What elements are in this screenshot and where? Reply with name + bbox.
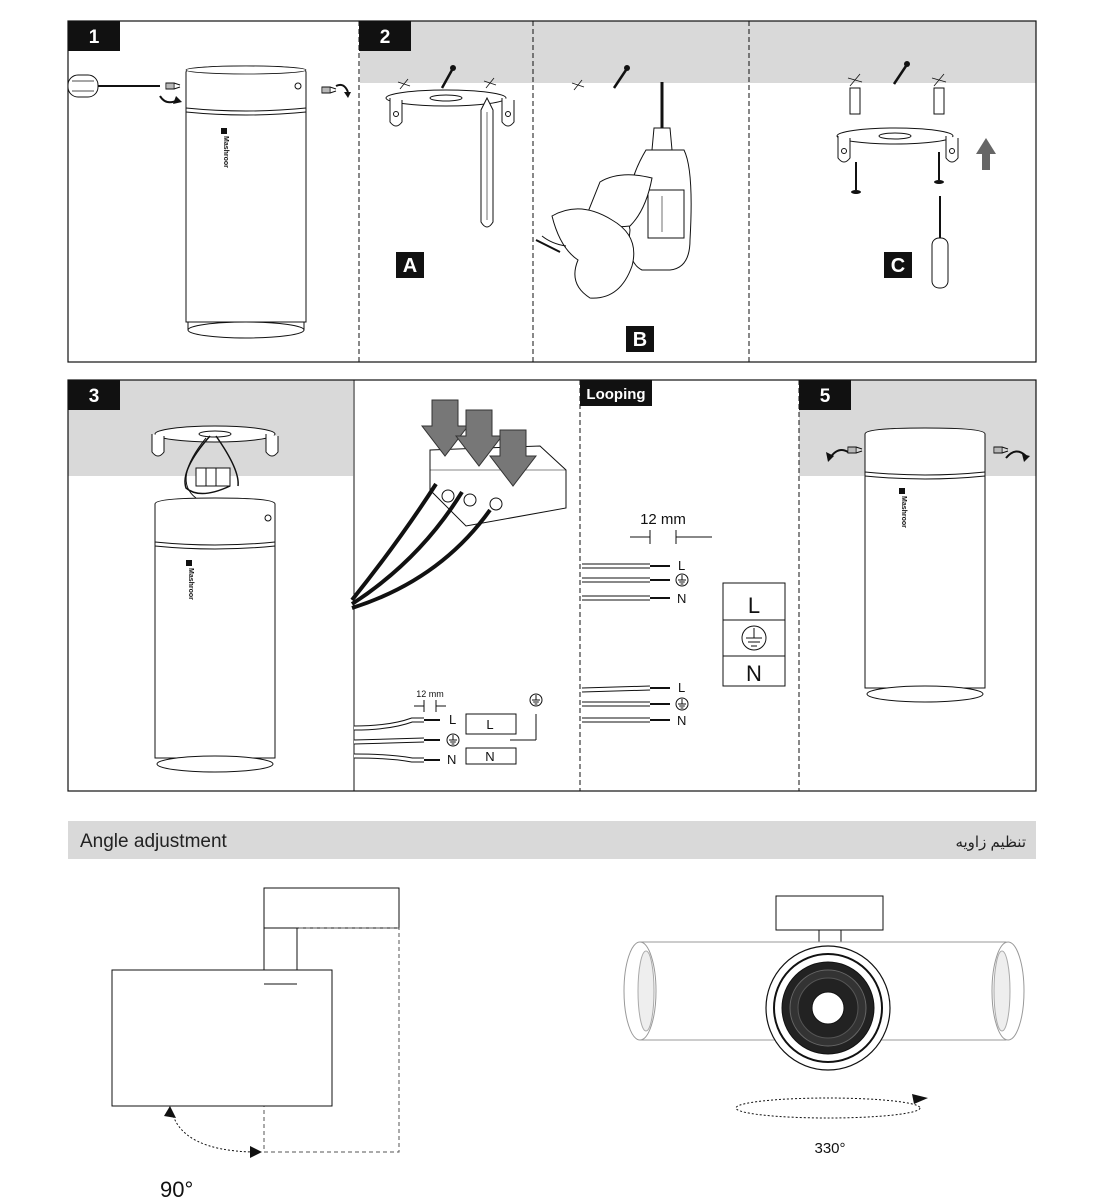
step-5-badge: 5	[799, 380, 851, 410]
live-label: L	[678, 558, 685, 573]
ceiling-marks	[571, 65, 630, 91]
rotate-arrow-icon	[1005, 450, 1027, 459]
row-2-panel: 3 Looping 5	[67, 379, 1037, 792]
neutral-label: N	[677, 591, 686, 606]
rotation-angle-label: 330°	[814, 1140, 845, 1157]
ground-icon	[529, 693, 543, 707]
rotation-path	[735, 1097, 921, 1119]
rotate-arrow-icon	[335, 83, 349, 93]
arrow-head-icon	[826, 452, 834, 462]
row-2-frame	[67, 379, 1037, 792]
brand-label: Mashroor	[900, 496, 907, 528]
arrow-head-icon	[1022, 454, 1030, 462]
row-1-frame	[67, 20, 1037, 363]
step-1-badge: 1	[68, 21, 120, 51]
ground-icon	[675, 697, 689, 711]
label-b: B	[626, 326, 654, 352]
step-3-badge: 3	[68, 380, 120, 410]
label-c-text: C	[891, 255, 905, 277]
label-a-text: A	[403, 255, 417, 277]
mounting-plate	[151, 425, 279, 457]
looping-badge: Looping	[580, 380, 652, 406]
arrow-head-icon	[912, 1094, 928, 1104]
neutral-label: N	[447, 752, 456, 767]
arrow-head-icon	[344, 92, 351, 98]
label-a: A	[396, 252, 424, 278]
pencil-icon	[480, 96, 494, 228]
angle-adjustment-title: Angle adjustment	[80, 831, 228, 852]
neutral-terminal-label: N	[746, 661, 762, 686]
ground-terminal-icon	[741, 625, 767, 651]
cylinder-fixture: Mashroor	[185, 65, 307, 339]
step-2-header-band	[360, 21, 1036, 83]
ground-icon	[446, 733, 460, 747]
wiring-diagram-looping: 12 mm L N L N	[581, 511, 786, 728]
tilt-angle-label: 90°	[160, 1177, 193, 1202]
wire-loop	[184, 435, 239, 499]
screwdriver-icon	[931, 196, 949, 289]
screw-icon	[321, 86, 337, 94]
strip-length-label: 12 mm	[640, 511, 686, 528]
label-c: C	[884, 252, 912, 278]
label-b-text: B	[633, 329, 647, 351]
arrow-head-icon	[173, 96, 182, 104]
strip-length-small: 12 mm	[416, 689, 444, 699]
rotation-diagram: 330°	[623, 895, 1025, 1157]
neutral-label: N	[677, 713, 686, 728]
up-arrow-icon	[976, 138, 996, 170]
step-5-number: 5	[820, 386, 831, 407]
terminal-block	[350, 399, 567, 610]
mounting-plate	[385, 89, 515, 127]
screw-icon	[165, 82, 181, 90]
step-2-number: 2	[380, 27, 391, 48]
cylinder-fixture: Mashroor	[864, 427, 986, 703]
brand-label: Mashroor	[187, 568, 194, 600]
cylinder-fixture: Mashroor	[154, 497, 276, 773]
live-label: L	[449, 712, 456, 727]
angle-adjustment-title-fa: تنظیم زاویه	[955, 834, 1026, 851]
live-terminal-label: L	[486, 717, 493, 732]
tilt-arc	[171, 1111, 253, 1153]
screwdriver-icon	[67, 74, 160, 98]
row-1-panel: 1 2 Mashroor	[67, 20, 1037, 363]
step-1-number: 1	[89, 27, 100, 48]
live-label: L	[678, 680, 685, 695]
step-3-number: 3	[89, 386, 100, 407]
arrow-head-icon	[164, 1106, 176, 1118]
tilt-diagram: 90°	[111, 887, 400, 1202]
neutral-terminal-label: N	[485, 749, 494, 764]
angle-adjustment-header: Angle adjustment تنظیم زاویه	[68, 821, 1036, 859]
arrow-head-icon	[250, 1146, 262, 1158]
step-2-badge: 2	[359, 21, 411, 51]
screws-icon	[851, 152, 944, 194]
brand-label: Mashroor	[222, 136, 229, 168]
live-terminal-label: L	[748, 593, 760, 618]
wiring-diagram-small: 12 mm L N L N	[353, 689, 543, 767]
drill-icon	[535, 82, 692, 299]
mounting-plate	[836, 127, 959, 163]
ceiling-marks	[397, 65, 497, 90]
anchors-icon	[847, 61, 947, 115]
ground-icon	[675, 573, 689, 587]
looping-label: Looping	[586, 386, 645, 403]
